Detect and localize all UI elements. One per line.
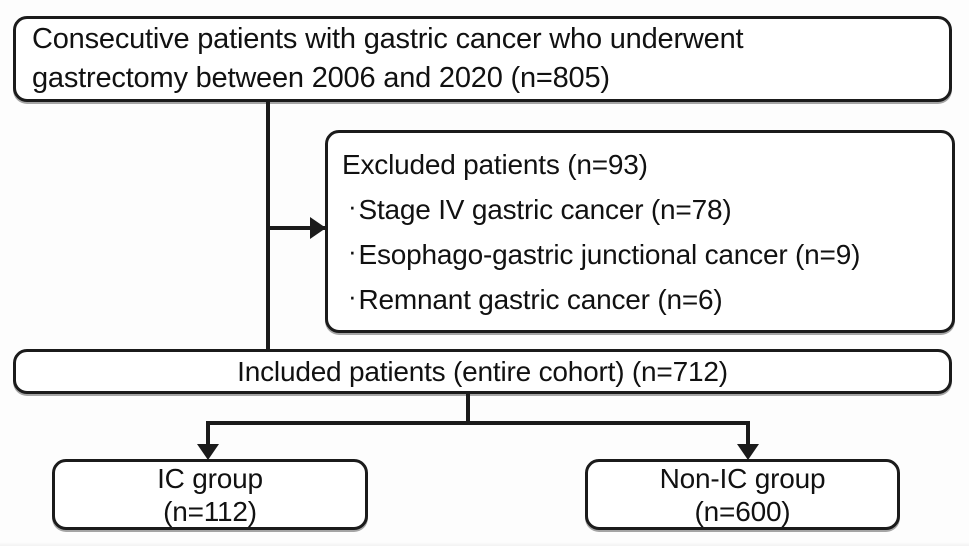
- bullet-dot-icon: ·: [348, 235, 357, 266]
- node-excluded-patients-text: Excluded patients (n=93)·Stage IV gastri…: [328, 133, 952, 330]
- node-source-cohort-text: Consecutive patients with gastric cancer…: [16, 19, 949, 99]
- connector-included-trunk: [466, 394, 470, 425]
- source-cohort-line-2: gastrectomy between 2006 and 2020 (n=805…: [32, 62, 610, 94]
- node-included-patients-text: Included patients (entire cohort) (n=712…: [16, 352, 949, 391]
- arrowhead-down-icon: [737, 444, 759, 460]
- non-ic-group-line-1: Non-IC group: [659, 462, 826, 494]
- excluded-item-1-label: Stage IV gastric cancer (n=78): [358, 193, 732, 225]
- node-ic-group-text: IC group(n=112): [55, 462, 365, 527]
- node-source-cohort: Consecutive patients with gastric cancer…: [13, 16, 952, 102]
- excluded-item-3-label: Remnant gastric cancer (n=6): [358, 283, 723, 315]
- source-cohort-line-1: Consecutive patients with gastric cancer…: [32, 23, 744, 55]
- excluded-heading: Excluded patients (n=93): [342, 148, 648, 180]
- node-non-ic-group: Non-IC group(n=600): [585, 459, 900, 530]
- connector-source-trunk: [266, 102, 270, 349]
- ic-group-line-1: IC group: [157, 462, 263, 494]
- arrowhead-down-icon: [197, 444, 219, 460]
- node-non-ic-group-text: Non-IC group(n=600): [588, 462, 897, 527]
- connector-drop-ic: [206, 421, 210, 451]
- node-included-patients: Included patients (entire cohort) (n=712…: [13, 349, 952, 394]
- excluded-item-2-label: Esophago-gastric junctional cancer (n=9): [358, 238, 861, 270]
- excluded-item-3: ·Remnant gastric cancer (n=6): [342, 277, 723, 322]
- node-ic-group: IC group(n=112): [52, 459, 368, 530]
- connector-to-excluded: [266, 226, 327, 230]
- ic-group-line-2: (n=112): [163, 495, 257, 527]
- bullet-dot-icon: ·: [348, 280, 357, 311]
- excluded-item-2: ·Esophago-gastric junctional cancer (n=9…: [342, 232, 860, 277]
- connector-drop-non-ic: [746, 421, 750, 451]
- arrowhead-right-icon: [310, 217, 326, 239]
- excluded-item-1: ·Stage IV gastric cancer (n=78): [342, 187, 732, 232]
- non-ic-group-line-2: (n=600): [694, 495, 791, 527]
- bullet-dot-icon: ·: [348, 190, 357, 221]
- scan-artifact-band: [0, 542, 969, 546]
- node-excluded-patients: Excluded patients (n=93)·Stage IV gastri…: [325, 130, 955, 333]
- connector-split-horizontal: [206, 421, 750, 425]
- included-label: Included patients (entire cohort) (n=712…: [237, 355, 728, 387]
